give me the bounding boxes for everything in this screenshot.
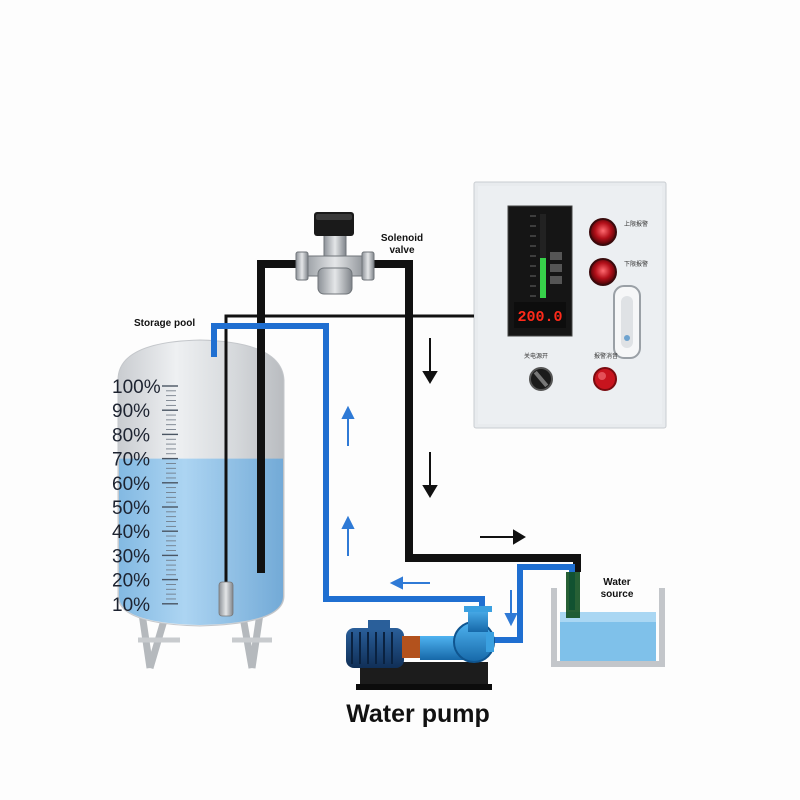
alarm-mute-button[interactable] xyxy=(593,367,617,391)
solenoid-valve xyxy=(295,212,375,295)
tank-scale-labels: 100% 90% 80% 70% 60% 50% 40% 30% 20% 10% xyxy=(112,377,161,616)
blue-pipe xyxy=(211,323,485,608)
level-sensor-cable xyxy=(224,314,466,590)
solenoid-valve-label-1: Solenoid xyxy=(381,233,423,244)
alarm-mute-label: 报警消音 xyxy=(594,352,618,360)
lower-alarm-label: 下限报警 xyxy=(624,260,648,268)
tank-scale-label: 60% xyxy=(112,474,150,495)
tank-scale-label: 20% xyxy=(112,571,150,592)
storage-pool-label: Storage pool xyxy=(134,318,195,329)
tank-scale-label: 100% xyxy=(112,377,161,398)
tank-scale-label: 40% xyxy=(112,522,150,543)
level-sensor-probe xyxy=(218,581,234,617)
tank-scale-label: 90% xyxy=(112,401,150,422)
door-handle[interactable] xyxy=(613,285,641,359)
flow-arrows-black xyxy=(422,338,526,545)
tank-scale-label: 80% xyxy=(112,425,150,446)
control-panel: 200.0 上限报警 下限报警 关电源开 报警消音 xyxy=(473,181,667,429)
tank-legs xyxy=(136,599,272,669)
upper-alarm-label: 上限报警 xyxy=(624,220,648,228)
water-pump-label: Water pump xyxy=(346,700,490,728)
storage-tank: 100% 90% 80% 70% 60% 50% 40% 30% 20% 10% xyxy=(112,339,285,669)
water-source-label-1: Water xyxy=(603,577,631,588)
tank-scale-label: 30% xyxy=(112,546,150,567)
display-value: 200.0 xyxy=(517,309,562,326)
water-pump xyxy=(346,606,495,690)
upper-alarm-lamp xyxy=(589,218,617,246)
water-source-label-2: source xyxy=(601,589,634,600)
blue-pipe-return xyxy=(491,564,575,643)
solenoid-valve-label-2: valve xyxy=(389,245,414,256)
power-switch-knob[interactable] xyxy=(529,367,553,391)
tank-water xyxy=(119,458,283,625)
tank-scale-label: 70% xyxy=(112,450,150,471)
water-source-tank xyxy=(551,572,665,667)
tank-scale-ticks xyxy=(162,385,178,605)
bar-indicator: 200.0 xyxy=(507,205,573,337)
power-switch-label: 关电源开 xyxy=(524,352,548,360)
flow-arrows-blue xyxy=(341,405,518,627)
tank-scale-label: 10% xyxy=(112,595,150,616)
lower-alarm-lamp xyxy=(589,258,617,286)
tank-scale-label: 50% xyxy=(112,498,150,519)
